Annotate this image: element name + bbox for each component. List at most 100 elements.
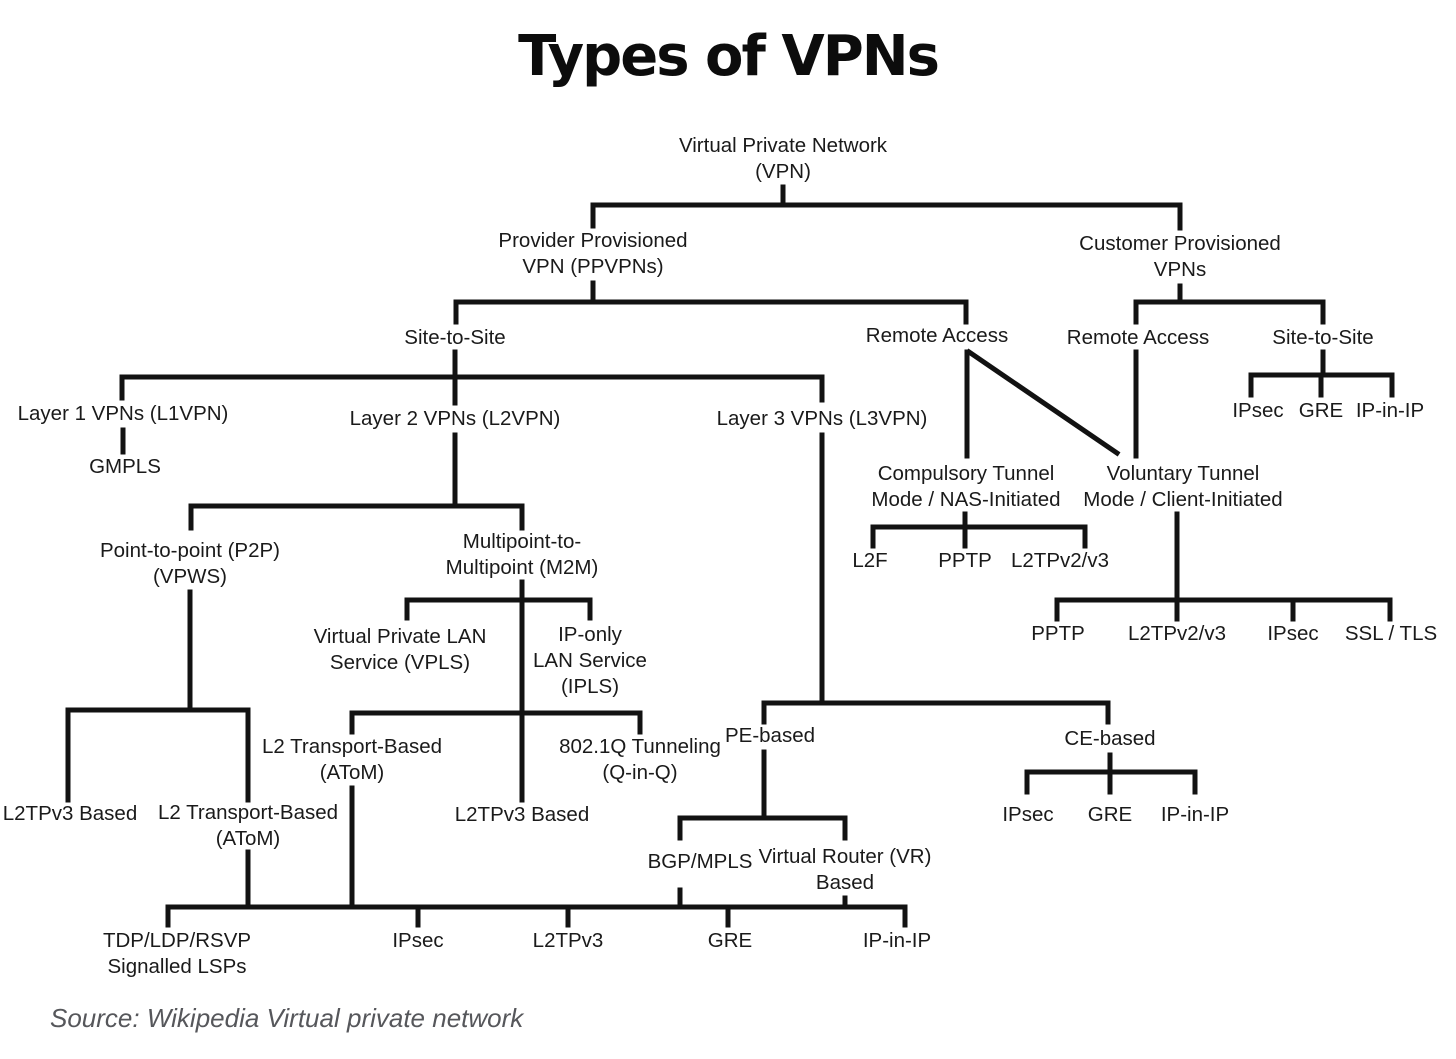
node-l2-transport-based-mid-line-1: (AToM) — [319, 761, 385, 784]
node-site-to-site-customer: Site-to-Site — [1272, 325, 1373, 351]
node-gre-customer-s2s: GRE — [1299, 398, 1343, 424]
node-l2tpv3-bottom-line-0: L2TPv3 — [532, 929, 604, 952]
node-virtual-router-based-line-1: Based — [815, 871, 875, 894]
node-gre-ce-line-0: GRE — [1087, 803, 1133, 826]
node-pptp-compulsory: PPTP — [938, 548, 992, 574]
node-l2-transport-based-left-line-1: (AToM) — [215, 827, 281, 850]
node-ip-in-ip-customer-s2s: IP-in-IP — [1356, 398, 1424, 424]
node-compulsory-tunnel-line-1: Mode / NAS-Initiated — [871, 488, 1061, 511]
node-l2-transport-based-left-line-0: L2 Transport-Based — [157, 801, 339, 824]
node-l2tpv3-bottom: L2TPv3 — [533, 928, 604, 954]
node-provider-provisioned-vpn-line-1: VPN (PPVPNs) — [522, 255, 664, 278]
source-caption: Source: Wikipedia Virtual private networ… — [50, 1003, 524, 1033]
node-gmpls-line-0: GMPLS — [89, 455, 161, 478]
node-l2-transport-based-mid-line-0: L2 Transport-Based — [261, 735, 443, 758]
node-bgp-mpls: BGP/MPLS — [648, 849, 753, 875]
node-ipsec-ce: IPsec — [1002, 802, 1053, 828]
node-multipoint-to-multipoint-line-0: Multipoint-to- — [462, 530, 582, 553]
node-site-to-site-provider-line-0: Site-to-Site — [404, 326, 506, 349]
node-voluntary-tunnel-line-0: Voluntary Tunnel — [1106, 462, 1260, 485]
node-ipsec-voluntary-line-0: IPsec — [1267, 622, 1319, 645]
node-ipsec-customer-s2s-line-0: IPsec — [1232, 399, 1284, 422]
node-ipls-line-1: LAN Service — [533, 649, 647, 672]
node-ip-in-ip-ce: IP-in-IP — [1161, 802, 1229, 828]
node-gre-customer-s2s-line-0: GRE — [1298, 399, 1344, 422]
node-multipoint-to-multipoint: Multipoint-to- Multipoint (M2M) — [446, 529, 599, 581]
node-ipsec-bottom: IPsec — [392, 928, 443, 954]
node-ipsec-customer-s2s: IPsec — [1232, 398, 1283, 424]
node-virtual-router-based-line-0: Virtual Router (VR) — [758, 845, 932, 868]
node-customer-provisioned-vpns-line-0: Customer Provisioned — [1079, 232, 1281, 255]
node-remote-access-provider-line-0: Remote Access — [865, 324, 1009, 347]
node-gre-bottom: GRE — [708, 928, 752, 954]
node-gmpls: GMPLS — [89, 454, 161, 480]
node-provider-provisioned-vpn-line-0: Provider Provisioned — [498, 229, 688, 252]
node-ipsec-bottom-line-0: IPsec — [392, 929, 444, 952]
node-point-to-point-line-0: Point-to-point (P2P) — [99, 539, 281, 562]
page-title: Types of VPNs — [518, 24, 940, 89]
node-customer-provisioned-vpns-line-1: VPNs — [1153, 258, 1207, 281]
node-site-to-site-provider: Site-to-Site — [404, 325, 505, 351]
node-ip-in-ip-customer-s2s-line-0: IP-in-IP — [1355, 399, 1425, 422]
node-layer-1-vpns: Layer 1 VPNs (L1VPN) — [18, 401, 229, 427]
node-ce-based-line-0: CE-based — [1064, 727, 1156, 750]
tree-edge — [965, 348, 1121, 457]
node-qinq-tunneling: 802.1Q Tunneling (Q-in-Q) — [559, 734, 721, 786]
node-virtual-private-network-line-0: Virtual Private Network — [678, 134, 888, 157]
node-l2tpv2-v3-compulsory-line-0: L2TPv2/v3 — [1011, 549, 1109, 572]
node-ipsec-voluntary: IPsec — [1267, 621, 1318, 647]
node-ipls-line-0: IP-only — [558, 623, 622, 646]
node-gre-ce: GRE — [1088, 802, 1132, 828]
node-ip-in-ip-bottom-line-0: IP-in-IP — [862, 929, 932, 952]
node-layer-2-vpns-line-0: Layer 2 VPNs (L2VPN) — [349, 407, 561, 430]
node-ipsec-ce-line-0: IPsec — [1002, 803, 1054, 826]
node-vpls-line-1: Service (VPLS) — [329, 651, 471, 674]
node-pe-based: PE-based — [725, 723, 815, 749]
node-remote-access-customer: Remote Access — [1067, 325, 1209, 351]
node-point-to-point-line-1: (VPWS) — [152, 565, 228, 588]
node-pptp-compulsory-line-0: PPTP — [938, 549, 992, 572]
node-virtual-private-network: Virtual Private Network(VPN) — [679, 133, 887, 185]
node-multipoint-to-multipoint-line-1: Multipoint (M2M) — [445, 556, 599, 579]
node-gre-bottom-line-0: GRE — [707, 929, 753, 952]
node-voluntary-tunnel-line-1: Mode / Client-Initiated — [1083, 488, 1283, 511]
node-qinq-tunneling-line-1: (Q-in-Q) — [602, 761, 678, 784]
node-pe-based-line-0: PE-based — [724, 724, 816, 747]
node-ssl-tls: SSL / TLS — [1345, 621, 1437, 647]
node-ce-based: CE-based — [1064, 726, 1155, 752]
node-remote-access-customer-line-0: Remote Access — [1066, 326, 1210, 349]
node-pptp-voluntary: PPTP — [1031, 621, 1085, 647]
node-layer-3-vpns: Layer 3 VPNs (L3VPN) — [717, 406, 928, 432]
node-l2tpv3-based-left-line-0: L2TPv3 Based — [2, 802, 138, 825]
node-vpls: Virtual Private LAN Service (VPLS) — [314, 624, 487, 676]
node-l2tpv3-based-mid-line-0: L2TPv3 Based — [454, 803, 590, 826]
node-site-to-site-customer-line-0: Site-to-Site — [1272, 326, 1374, 349]
node-pptp-voluntary-line-0: PPTP — [1031, 622, 1085, 645]
node-layer-2-vpns: Layer 2 VPNs (L2VPN) — [350, 406, 561, 432]
node-layer-1-vpns-line-0: Layer 1 VPNs (L1VPN) — [17, 402, 229, 425]
node-compulsory-tunnel-line-0: Compulsory Tunnel — [877, 462, 1055, 485]
node-ipls-line-2: (IPLS) — [560, 675, 620, 698]
node-vpls-line-0: Virtual Private LAN — [313, 625, 487, 648]
node-l2tpv2-v3-compulsory: L2TPv2/v3 — [1011, 548, 1109, 574]
node-qinq-tunneling-line-0: 802.1Q Tunneling — [559, 735, 721, 758]
node-l2f: L2F — [852, 548, 887, 574]
node-virtual-router-based: Virtual Router (VR) Based — [759, 844, 932, 896]
node-l2tpv2-v3-voluntary-line-0: L2TPv2/v3 — [1128, 622, 1226, 645]
node-l2tpv3-based-mid: L2TPv3 Based — [455, 802, 589, 828]
node-ip-in-ip-bottom: IP-in-IP — [863, 928, 931, 954]
node-tdp-ldp-rsvp-line-1: Signalled LSPs — [107, 955, 247, 978]
node-l2f-line-0: L2F — [852, 549, 888, 572]
node-layer-3-vpns-line-0: Layer 3 VPNs (L3VPN) — [716, 407, 928, 430]
node-l2-transport-based-left: L2 Transport-Based (AToM) — [158, 800, 338, 852]
node-l2-transport-based-mid: L2 Transport-Based (AToM) — [262, 734, 442, 786]
node-ssl-tls-line-0: SSL / TLS — [1344, 622, 1438, 645]
node-l2tpv2-v3-voluntary: L2TPv2/v3 — [1128, 621, 1226, 647]
